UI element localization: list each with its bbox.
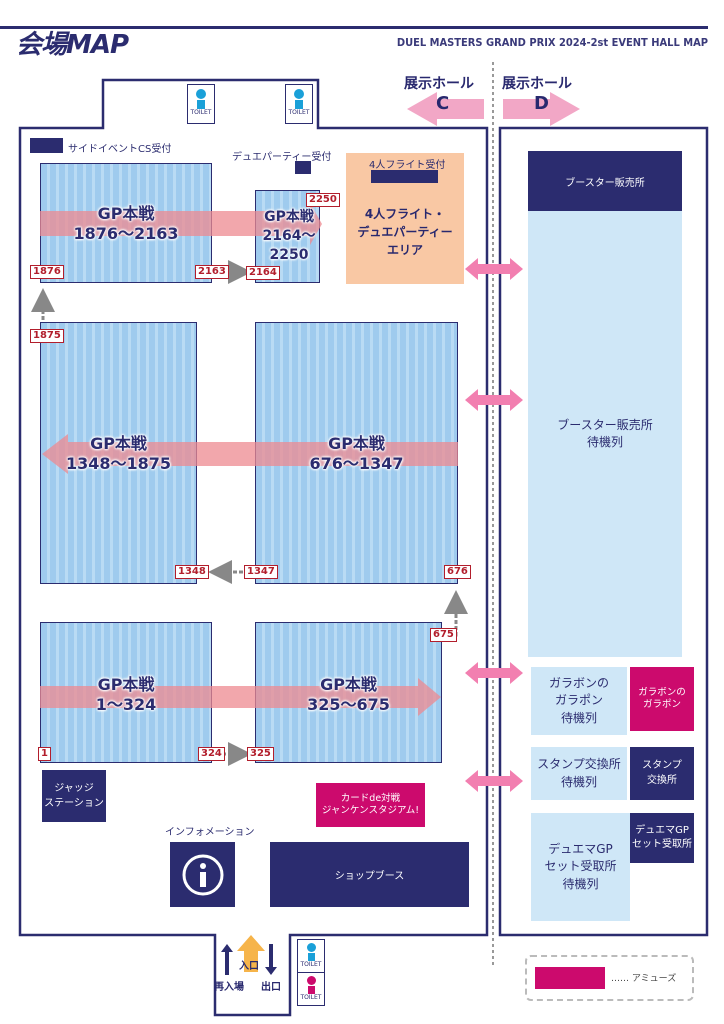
shop-booth: ショップブース	[270, 842, 469, 907]
booster-sales: ブースター販売所	[528, 151, 682, 211]
card-janken-stadium: カードde対戦 ジャンケンスタジアム!	[316, 783, 425, 827]
seat-tag: 324	[198, 747, 225, 761]
judge-station: ジャッジ ステーション	[42, 770, 106, 822]
four-flight-area-label: 4人フライト・ デュエパーティー エリア	[357, 207, 453, 257]
gp-block-label-1348-1875: GP本戦 1348〜1875	[65, 434, 172, 473]
hall-d-letter: D	[534, 93, 549, 114]
information-label: インフォメーション	[165, 827, 255, 838]
seat-tag: 1875	[30, 329, 64, 343]
toilet-bottom-women: TOILET	[297, 972, 325, 1006]
stamp-exchange: スタンプ 交換所	[630, 747, 694, 800]
toilet-top-right: TOILET	[285, 84, 313, 124]
garabon-queue: ガラボンの ガラポン 待機列	[531, 667, 627, 735]
gp-block-label-1-324: GP本戦 1〜324	[95, 675, 157, 714]
hall-d-arrow	[503, 92, 580, 126]
legend-label: …… アミューズ	[611, 974, 677, 984]
toilet-icon	[294, 89, 304, 99]
set-pickup: デュエマGP セット受取所	[630, 813, 694, 863]
seat-tag: 1348	[175, 565, 209, 579]
exit-arrow	[265, 944, 277, 975]
toilet-icon	[306, 943, 316, 952]
seat-tag: 325	[247, 747, 274, 761]
duepa-reception-marker	[295, 161, 311, 174]
hall-c-label: 展示ホール	[404, 76, 474, 92]
four-flight-reception-marker	[371, 170, 438, 183]
seat-tag: 1347	[244, 565, 278, 579]
header-line	[0, 26, 708, 29]
gp-block-label-1876-2163: GP本戦 1876〜2163	[73, 204, 179, 243]
gp-block-label-325-675: GP本戦 325〜675	[307, 675, 390, 714]
garabon-amuse: ガラボンの ガラポン	[630, 667, 694, 731]
gp-block-label-2164-2250: GP本戦 2164〜 2250	[262, 209, 316, 263]
stamp-queue: スタンプ交換所 待機列	[531, 747, 627, 800]
info-icon	[182, 854, 223, 895]
legend: …… アミューズ	[525, 955, 694, 1001]
hall-c-arrow	[407, 92, 484, 126]
seat-tag: 1	[38, 747, 51, 761]
hall-c-outline	[18, 78, 489, 1017]
seat-tag: 2250	[306, 193, 340, 207]
entrance-label: 入口	[239, 961, 259, 972]
seat-tag: 2164	[246, 266, 280, 280]
gp-block-label-676-1347: GP本戦 676〜1347	[309, 434, 404, 473]
side-event-marker	[30, 138, 63, 153]
toilet-icon	[196, 89, 206, 99]
hall-c-letter: C	[436, 93, 450, 114]
entrance-arrow	[237, 935, 265, 972]
seat-tag: 2163	[195, 265, 229, 279]
information-booth	[170, 842, 235, 907]
legend-swatch	[535, 967, 605, 989]
reentry-label: 再入場	[214, 982, 244, 993]
four-flight-reception-label: 4人フライト受付	[369, 160, 446, 171]
hall-d-label: 展示ホール	[502, 76, 572, 92]
booster-queue: ブースター販売所 待機列	[528, 211, 682, 657]
set-pickup-queue: デュエマGP セット受取所 待機列	[531, 813, 630, 921]
side-event-label: サイドイベントCS受付	[68, 144, 172, 155]
exit-label: 出口	[261, 982, 281, 993]
duepa-reception-label: デュエパーティー受付	[232, 152, 332, 163]
reentry-arrow	[221, 944, 233, 975]
seat-tag: 1876	[30, 265, 64, 279]
page-title: 会場MAP	[16, 30, 129, 60]
toilet-bottom-men: TOILET	[297, 939, 325, 973]
toilet-icon	[306, 976, 316, 985]
hall-connector-arrows	[465, 258, 523, 792]
seat-tag: 676	[444, 565, 471, 579]
toilet-top-left: TOILET	[187, 84, 215, 124]
seat-tag: 675	[430, 628, 457, 642]
event-title: DUEL MASTERS GRAND PRIX 2024-2st EVENT H…	[396, 36, 708, 49]
